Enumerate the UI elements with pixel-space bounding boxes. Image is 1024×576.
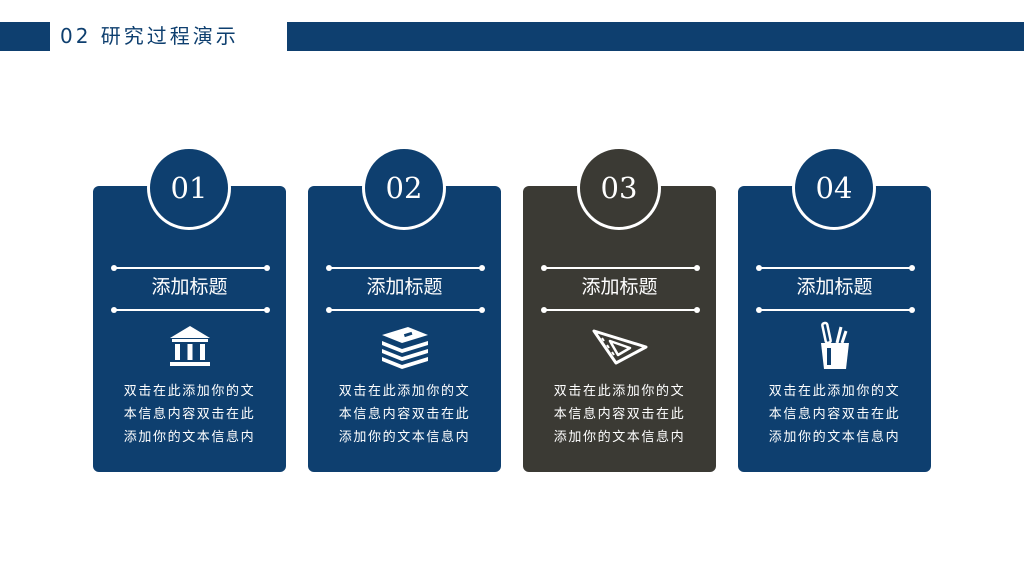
step-card-3: 添加标题 双击在此添加你的文 本信息内容双击在此 添加你的文本信息内 xyxy=(523,186,716,472)
step-card-4: 添加标题 双击在此添加你的文 本信息内容双击在此 添加你的文本信息内 xyxy=(738,186,931,472)
divider-bottom xyxy=(111,307,270,313)
divider-top xyxy=(326,265,485,271)
divider-bottom xyxy=(541,307,700,313)
card-title: 添加标题 xyxy=(366,276,443,298)
book-stack-icon xyxy=(308,321,501,371)
step-number-badge-1: 01 xyxy=(147,146,231,230)
divider-top xyxy=(756,265,915,271)
card-title: 添加标题 xyxy=(796,276,873,298)
card-title: 添加标题 xyxy=(581,276,658,298)
step-number-badge-2: 02 xyxy=(362,146,446,230)
card-description: 双击在此添加你的文 本信息内容双击在此 添加你的文本信息内 xyxy=(338,384,471,445)
pen-holder-icon xyxy=(738,321,931,371)
divider-top xyxy=(111,265,270,271)
set-square-icon xyxy=(523,321,716,371)
step-card-2: 添加标题 双击在此添加你的文 本信息内容双击在此 添加你的文本信息内 xyxy=(308,186,501,472)
card-description: 双击在此添加你的文 本信息内容双击在此 添加你的文本信息内 xyxy=(123,384,256,445)
divider-bottom xyxy=(756,307,915,313)
card-title: 添加标题 xyxy=(151,276,228,298)
card-description: 双击在此添加你的文 本信息内容双击在此 添加你的文本信息内 xyxy=(768,384,901,445)
step-card-1: 添加标题 双击在此添加你的文 本信息内容双击在此 添加你的文本信息内 xyxy=(93,186,286,472)
header-right-bar xyxy=(287,22,1024,51)
step-number-badge-4: 04 xyxy=(792,146,876,230)
header-left-bar xyxy=(0,22,50,51)
bank-building-icon xyxy=(93,321,286,371)
divider-top xyxy=(541,265,700,271)
step-number-badge-3: 03 xyxy=(577,146,661,230)
divider-bottom xyxy=(326,307,485,313)
page-title: 02 研究过程演示 xyxy=(60,24,239,48)
card-description: 双击在此添加你的文 本信息内容双击在此 添加你的文本信息内 xyxy=(553,384,686,445)
